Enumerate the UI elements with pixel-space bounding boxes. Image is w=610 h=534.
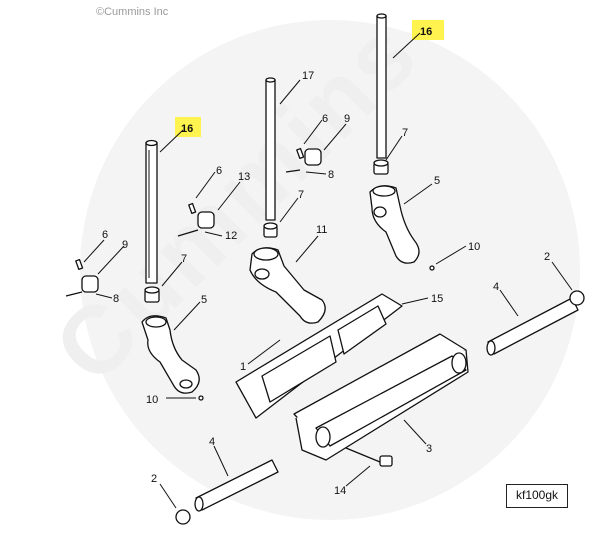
rocker-lever-right	[369, 185, 420, 264]
callout-4-left: 4	[209, 436, 215, 448]
plug-right	[569, 290, 585, 306]
adjusting-screw-left	[65, 258, 99, 297]
callout-1: 1	[240, 361, 246, 373]
callout-7-a: 7	[181, 253, 187, 265]
leader-4-left	[213, 445, 229, 477]
gasket	[235, 293, 403, 419]
callout-13: 13	[238, 171, 250, 183]
callout-17: 17	[302, 70, 314, 82]
leader-6-a	[83, 239, 105, 263]
callout-2-right: 2	[544, 251, 550, 263]
shaft-left	[194, 459, 279, 512]
shaft-right	[486, 297, 579, 356]
leader-15	[401, 297, 429, 305]
ball-left	[198, 395, 204, 401]
copyright-notice: ©Cummins Inc	[96, 6, 169, 18]
leader-13	[217, 181, 241, 211]
leader-2-right	[551, 261, 573, 291]
leader-5-top	[403, 183, 433, 205]
push-rod-left	[145, 139, 158, 284]
callout-15: 15	[431, 293, 443, 305]
leader-5-left	[173, 301, 201, 331]
callout-9-b: 9	[344, 113, 350, 125]
leader-17	[279, 79, 301, 105]
leader-9-b	[323, 123, 347, 151]
leader-16-left	[159, 129, 184, 153]
leader-7-a	[161, 261, 183, 287]
leader-8-a	[95, 293, 113, 299]
callout-6-a: 6	[102, 229, 108, 241]
leader-7-b	[279, 197, 299, 223]
callout-5-left: 5	[201, 294, 207, 306]
adjusting-screw-right	[285, 147, 322, 173]
leader-1	[247, 339, 281, 365]
callout-8-b: 8	[328, 169, 334, 181]
callout-16-left: 16	[181, 123, 193, 135]
adjusting-screw-center	[177, 202, 215, 237]
callout-2-left: 2	[151, 473, 157, 485]
capscrew	[345, 447, 393, 467]
figure-code-label: kf100gk	[506, 484, 568, 508]
leader-11	[295, 235, 319, 263]
callout-14: 14	[334, 485, 346, 497]
ball-center	[429, 265, 435, 271]
leader-8-b	[305, 171, 327, 175]
callout-6-c: 6	[322, 113, 328, 125]
leader-9-a	[97, 245, 125, 275]
callout-11: 11	[316, 224, 327, 236]
rocker-shaft-assembly	[315, 352, 467, 448]
socket-center	[263, 222, 278, 238]
push-rod-center	[265, 77, 276, 221]
leader-3	[403, 419, 427, 445]
highlight-box-top	[412, 20, 444, 40]
callout-10-a: 10	[468, 241, 480, 253]
callout-12: 12	[225, 230, 237, 242]
leader-16-top	[392, 32, 421, 59]
leader-12	[204, 231, 223, 237]
leader-4-right	[499, 289, 519, 317]
socket-right	[373, 159, 389, 175]
callout-3: 3	[426, 443, 432, 455]
socket-left	[144, 286, 160, 303]
callout-4-right: 4	[493, 281, 499, 293]
callout-7-b: 7	[298, 189, 304, 201]
rocker-lever-left	[141, 315, 200, 394]
callout-10-b: 10	[146, 394, 158, 406]
callout-16-top: 16	[420, 26, 432, 38]
leader-14	[345, 465, 371, 487]
push-rod-right	[376, 13, 387, 159]
callout-9-a: 9	[122, 239, 128, 251]
rocker-lever-center	[249, 247, 326, 324]
leader-6-b	[195, 171, 216, 199]
callout-5-top: 5	[434, 175, 440, 187]
leader-10-a	[435, 245, 467, 265]
callout-7-c: 7	[402, 127, 408, 139]
callout-6-b: 6	[216, 165, 222, 177]
leader-7-c	[385, 135, 403, 161]
callout-8-a: 8	[113, 293, 119, 305]
plug-left	[175, 509, 191, 525]
leader-6-c	[303, 119, 323, 145]
leader-2-left	[159, 483, 177, 509]
